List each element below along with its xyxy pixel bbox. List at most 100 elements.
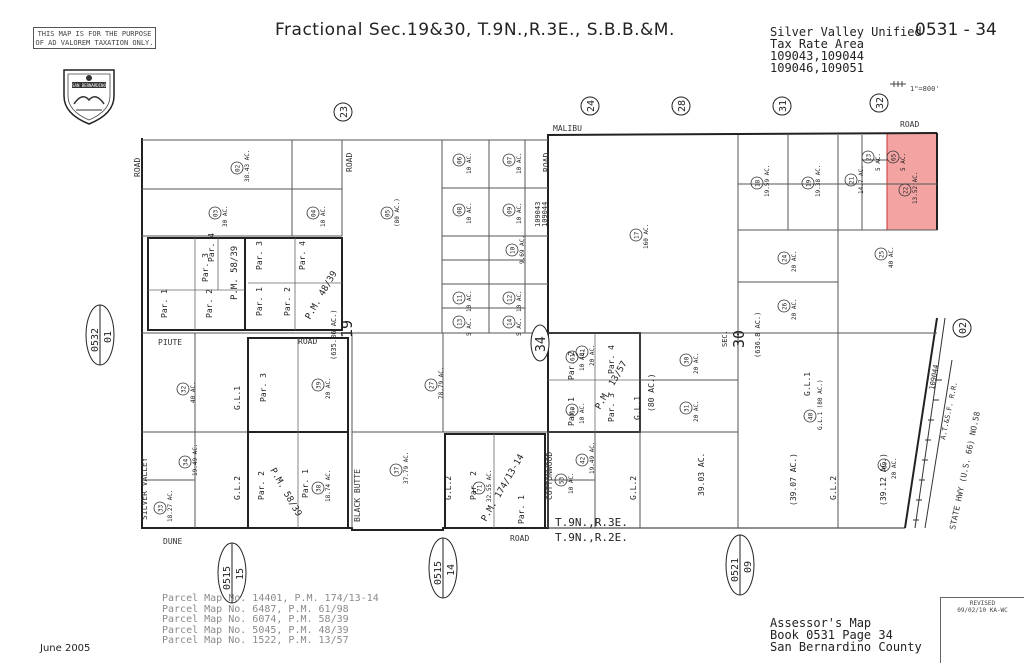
svg-text:01: 01: [103, 331, 114, 343]
revision-box: REVISED 09/02/10 KA-WC: [940, 597, 1024, 663]
svg-text:0521: 0521: [730, 558, 741, 582]
parcel-number-circle: [178, 455, 192, 469]
parcel-number: 42: [580, 456, 587, 464]
tra-code-a: 109043: [534, 202, 542, 227]
parcel-acreage: 10 AC.: [320, 205, 327, 227]
page-ref-23[interactable]: 23: [333, 102, 353, 122]
svg-text:02: 02: [958, 322, 969, 334]
svg-text:32: 32: [875, 97, 886, 109]
railroad-hatching: [913, 317, 953, 529]
parcel-acreage: 18.74 AC.: [325, 469, 332, 502]
page-ref-31[interactable]: 31: [772, 96, 792, 116]
parcel-map-outlines: [147, 237, 641, 529]
parcel-map-ref: Parcel Map No. 6074, P.M. 58/39: [162, 614, 349, 625]
tra-code-b: 109044: [541, 202, 549, 227]
parcel-number-circle: [472, 481, 486, 495]
book-ref-0532[interactable]: 0532 01: [85, 304, 115, 366]
book-ref-0515-14[interactable]: 0515 14: [428, 537, 458, 599]
parcel-05[interactable]: 05(80 AC.): [380, 198, 401, 227]
township-upper: T.9N.,R.3E.: [555, 516, 628, 529]
map-date: June 2005: [40, 643, 91, 654]
parcel-number: 02: [235, 164, 242, 172]
parcel-number: 40: [808, 412, 815, 420]
page-ref-34[interactable]: 34: [530, 324, 550, 362]
parcel-acreage: 10 AC.: [516, 290, 523, 312]
parcel-number: 65: [891, 153, 898, 161]
school-district: Silver Valley Unified: [770, 25, 922, 39]
gov-lot-acreage: 39.03 AC.: [697, 453, 706, 496]
svg-text:23: 23: [339, 106, 350, 118]
parcel-acreage: 5 AC.: [900, 153, 907, 171]
page-ref-02[interactable]: 02: [952, 318, 972, 338]
road-label-dune-road: ROAD: [510, 534, 529, 543]
page-ref-32[interactable]: 32: [869, 93, 889, 113]
parcel-number: 14: [507, 318, 514, 326]
parcel-map-ref: Parcel Map No. 5045, P.M. 48/39: [162, 624, 349, 636]
parcel-number-circle: [452, 153, 466, 167]
gov-lot-label: G.L.2: [233, 476, 242, 500]
svg-text:0515: 0515: [433, 561, 444, 585]
gov-lot-label: G.L.1: [633, 396, 642, 420]
road-label-atsf: A.T.&S.F. R.R.: [939, 381, 959, 440]
parcel-lines: [142, 139, 548, 528]
gov-lot-acreage: (39.12 AC.): [879, 453, 888, 506]
township-lower: T.9N.,R.2E.: [555, 531, 628, 544]
page-ref-28[interactable]: 28: [671, 96, 691, 116]
book-ref-0515-15[interactable]: 0515 15: [217, 542, 247, 604]
parcel-acreage: 10 AC.: [516, 202, 523, 224]
sub-parcel-label: Par. 1: [301, 469, 310, 498]
parcel-number-circle: [311, 378, 325, 392]
parcel-number: 31: [684, 404, 691, 412]
road-label-malibu: MALIBU: [553, 124, 582, 133]
book-ref-0521[interactable]: 0521 09: [725, 534, 755, 596]
parcel-number-circle: [861, 150, 875, 164]
map-title: Fractional Sec.19&30, T.9N.,R.3E., S.B.B…: [275, 20, 675, 40]
parcel-number-circle: [452, 315, 466, 329]
parcel-acreage: 160 AC.: [643, 224, 650, 249]
parcel-acreage: 10 AC.: [579, 349, 586, 371]
revised-label: REVISED: [969, 600, 996, 607]
highlighted-parcel[interactable]: [886, 132, 938, 231]
parcel-number: 04: [311, 209, 318, 217]
page-ref-24[interactable]: 24: [580, 96, 600, 116]
